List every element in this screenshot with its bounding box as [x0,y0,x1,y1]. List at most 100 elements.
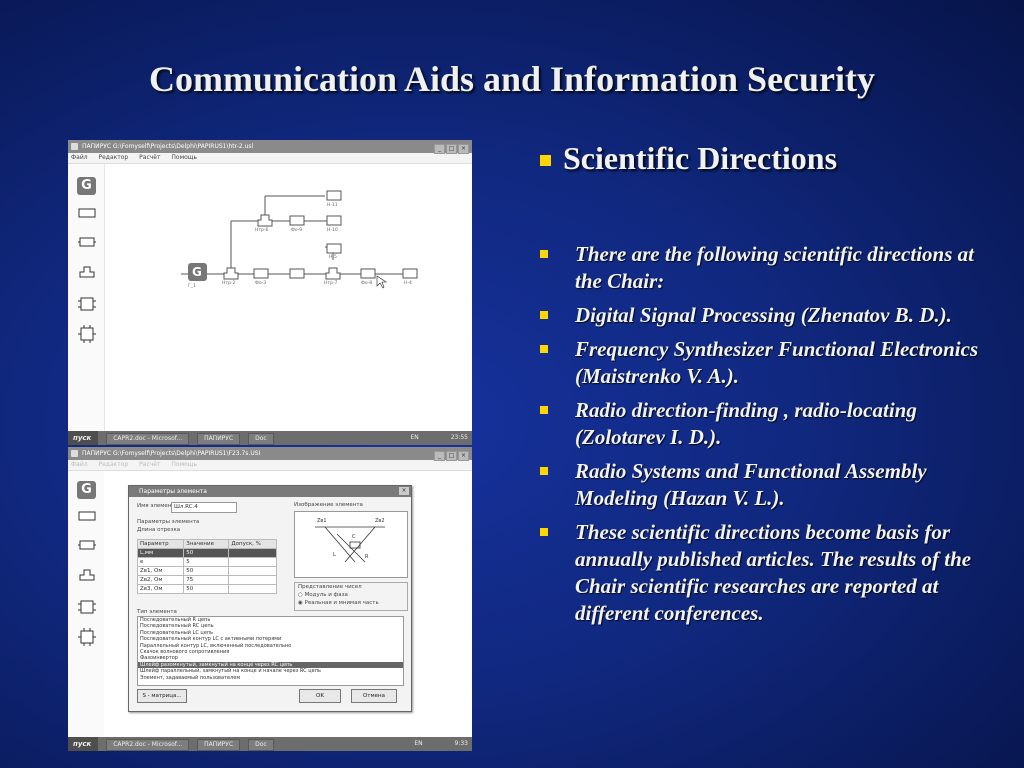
menu-bar: Файл Редактор Расчёт Помощь [68,153,472,164]
menu-calculate[interactable]: Расчёт [139,461,161,468]
table-row[interactable]: Zв3, Ом 50 [136,584,277,594]
two-port-tool-icon[interactable] [78,295,96,313]
table-cell[interactable]: Zв3, Ом [136,584,185,594]
table-row[interactable]: e 5 [136,557,277,567]
menu-file[interactable]: Файл [71,154,88,161]
list-item[interactable]: Последовательный контур LC с активными п… [140,636,282,643]
list-item: These scientific directions become basis… [540,519,980,627]
multi-port-tool-icon[interactable] [78,325,96,343]
square-bullet-icon [540,406,548,414]
bullet-text: These scientific directions become basis… [575,520,972,625]
ok-button[interactable]: OK [299,689,341,703]
table-cell[interactable] [228,566,277,576]
element-name-input[interactable]: Шл.RC.4 [171,502,237,513]
list-item[interactable]: Фазоинвертор [140,655,178,662]
branch-tool-icon[interactable] [78,263,96,279]
cancel-button[interactable]: Отмена [351,689,397,703]
start-button[interactable]: пуск [68,431,99,445]
resistor-tool-icon[interactable] [78,208,96,218]
branch-tool-icon[interactable] [78,566,96,582]
table-cell[interactable]: 50 [183,548,230,558]
radio-label: Реальная и мнимая часть [304,600,379,606]
table-header: Параметр Значение Допуск, % [136,539,277,549]
table-cell[interactable]: Zв1, Ом [136,566,185,576]
language-indicator[interactable]: EN [414,740,423,747]
taskbar-task[interactable]: Doc [248,739,274,751]
menu-editor[interactable]: Редактор [98,154,129,161]
close-button[interactable]: × [458,451,469,461]
table-cell[interactable] [228,584,277,594]
element-type-list[interactable]: Последовательный R цепь Последовательный… [137,616,404,686]
line-tool-icon[interactable] [78,237,96,247]
dialog-close-button[interactable]: × [399,487,409,495]
stub-schematic-icon [315,526,385,563]
table-row[interactable]: L,мм 50 [136,548,277,558]
menu-help[interactable]: Помощь [171,154,197,161]
node-label: Фо-9 [291,228,303,233]
multi-port-tool-icon[interactable] [78,628,96,646]
close-button[interactable]: × [458,144,469,154]
taskbar-task[interactable]: CAPR2.doc - Microsof... [106,739,190,751]
taskbar-task[interactable]: Doc [248,433,274,445]
list-item-selected[interactable]: Шлейф разомкнутый, замкнутый на конце че… [138,661,403,669]
minimize-button[interactable]: _ [434,144,445,154]
node-label: Н-11 [327,203,338,208]
window-titlebar: ПАПИРУС G:\Fomyself\Projects\Delphi\PAPI… [68,140,472,154]
language-indicator[interactable]: EN [410,434,419,441]
table-cell[interactable]: 50 [183,584,230,594]
menu-help[interactable]: Помощь [171,461,197,468]
node-label: Г_1 [188,284,196,289]
list-item[interactable]: Последовательный LC цепь [140,629,214,636]
table-cell[interactable]: 5 [183,557,230,567]
column-header: Значение [183,539,230,549]
table-row[interactable]: Zв2, Ом 75 [136,575,277,585]
schematic-canvas[interactable]: G Н-11 Нтр-6 Фо-9 Н-10 Н-5 Нтр-2 Фо-3 Нт… [104,164,472,431]
table-cell[interactable]: e [136,557,185,567]
list-item[interactable]: Последовательный R цепь [140,617,211,623]
resistor-tool-icon[interactable] [78,511,96,521]
maximize-button[interactable]: □ [446,144,457,154]
taskbar-task[interactable]: ПАПИРУС [197,433,241,445]
node-label: Нтр-7 [324,281,338,286]
element-image-preview: Zв1 Zв2 C L R [294,511,408,578]
element-name-label: Имя элемента [137,503,178,509]
two-port-tool-icon[interactable] [78,598,96,616]
taskbar-task[interactable]: ПАПИРУС [197,739,241,751]
list-item[interactable]: Параллельный контур LC, включенный после… [140,642,292,649]
svg-text:G: G [192,265,202,279]
table-cell[interactable] [228,557,277,567]
list-item[interactable]: Скачок волнового сопротивления [140,648,230,655]
menu-file[interactable]: Файл [71,461,88,468]
list-item[interactable]: Элемент, задаваемый пользователем [140,674,241,681]
menu-calculate[interactable]: Расчёт [139,154,161,161]
window-title: ПАПИРУС G:\Fomyself\Projects\Delphi\PAPI… [82,143,254,150]
line-tool-icon[interactable] [78,540,96,550]
table-cell[interactable] [228,575,277,585]
start-button[interactable]: пуск [68,737,99,751]
table-cell[interactable]: 50 [183,566,230,576]
radio-real-imaginary[interactable]: ◉ Реальная и мнимая часть [298,600,379,606]
parameters-table[interactable]: Параметр Значение Допуск, % L,мм 50 e 5 … [136,539,277,594]
node-label: Фо-3 [255,281,267,286]
taskbar-clock: 9:33 [454,740,468,747]
menu-editor[interactable]: Редактор [98,461,129,468]
s-matrix-button[interactable]: S - матрица... [137,689,187,703]
image-label: Zв1 [317,518,327,524]
list-item[interactable]: Последовательный RC цепь [140,623,214,630]
taskbar-task[interactable]: CAPR2.doc - Microsof... [106,433,190,445]
maximize-button[interactable]: □ [446,451,457,461]
list-item[interactable]: Шлейф параллельный, замкнутый на конце и… [140,668,321,675]
table-cell[interactable]: L,мм [136,548,185,558]
table-row[interactable]: Zв1, Ом 50 [136,566,277,576]
table-cell[interactable] [228,548,277,558]
generator-tool[interactable]: G [77,177,96,195]
table-cell[interactable]: Zв2, Ом [136,575,185,585]
element-toolbox: G [68,471,104,737]
mouse-cursor-icon [376,275,387,289]
generator-tool[interactable]: G [77,481,96,499]
dialog-titlebar: Параметры элемента × [129,486,411,497]
number-format-label: Представление чисел [298,584,362,590]
minimize-button[interactable]: _ [434,451,445,461]
radio-magnitude-phase[interactable]: ○ Модуль и фаза [298,592,348,598]
table-cell[interactable]: 75 [183,575,230,585]
